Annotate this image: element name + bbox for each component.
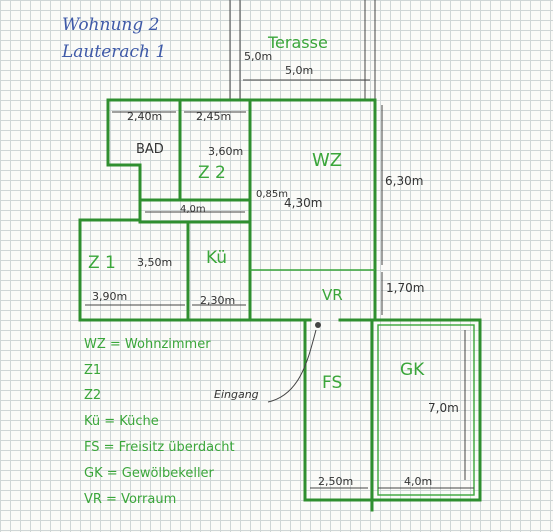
legend-item-gk: GK = Gewölbekeller: [84, 466, 215, 481]
dim-vr-height-label: 1,70m: [386, 281, 424, 295]
gk-label: GK: [400, 360, 425, 380]
dim-z1-width: 3,90m: [92, 290, 127, 303]
gk-inner-outline: [377, 324, 475, 496]
entrance-label: Eingang: [214, 388, 259, 401]
dim-terrace-top: 5,0m: [285, 64, 313, 77]
ku-label: Kü: [206, 248, 227, 268]
z2-label: Z 2: [198, 163, 226, 183]
title-line-1: Wohnung 2: [62, 15, 159, 35]
dim-hall-gap: 0,85m: [256, 189, 288, 200]
dim-terrace-side: 5,0m: [244, 50, 272, 63]
dim-z2-height: 3,60m: [208, 145, 243, 158]
dim-bad-width: 2,40m: [127, 110, 162, 123]
terrace-label: Terasse: [267, 33, 328, 52]
legend-item-fs: FS = Freisitz überdacht: [84, 440, 235, 455]
legend-item-z1: Z1: [84, 363, 101, 378]
vr-label: VR: [322, 286, 343, 304]
z1-label: Z 1: [88, 253, 116, 273]
legend-item-wz: WZ = Wohnzimmer: [84, 337, 211, 352]
title-line-2: Lauterach 1: [61, 42, 166, 62]
wall-top-right: [106, 98, 377, 322]
dim-gk-height-label: 7,0m: [428, 401, 459, 415]
dim-fs-width: 2,50m: [318, 475, 353, 488]
entrance-marker: [315, 322, 321, 328]
dim-wz-width: 4,30m: [284, 196, 322, 210]
dim-z2-width: 2,45m: [196, 110, 231, 123]
wall-lower-outline: [303, 318, 482, 502]
dim-ku-width: 2,30m: [200, 294, 235, 307]
wall-left: [78, 98, 312, 322]
bad-label: BAD: [136, 142, 164, 157]
entrance-arrow: [267, 329, 317, 403]
dim-wz-height-label: 6,30m: [385, 174, 423, 188]
legend-item-vr: VR = Vorraum: [84, 492, 176, 507]
legend-item-ku: Kü = Küche: [84, 414, 159, 429]
dim-z1-height: 3,50m: [137, 256, 172, 269]
dim-gk-width: 4,0m: [404, 475, 432, 488]
wz-label: WZ: [312, 150, 342, 171]
dim-mid-width: 4,0m: [180, 204, 206, 215]
legend-item-z2: Z2: [84, 388, 101, 403]
fs-label: FS: [322, 373, 342, 393]
